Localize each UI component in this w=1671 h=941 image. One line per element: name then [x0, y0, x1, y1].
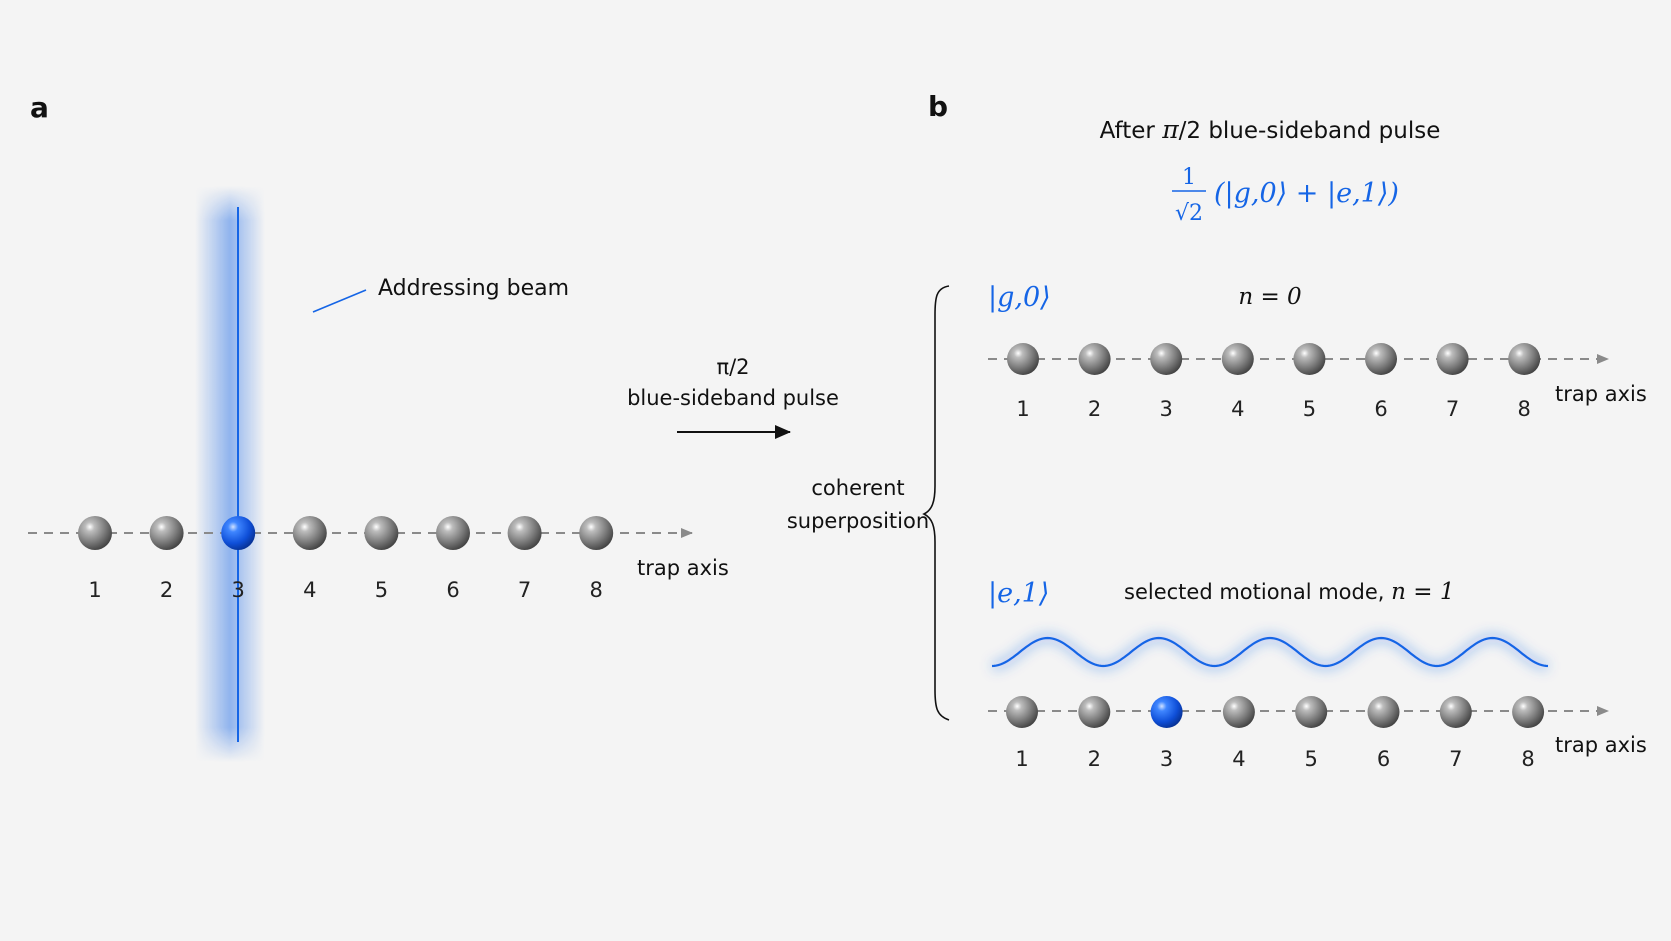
brace-label-line2: superposition	[787, 509, 929, 533]
a-ion-6	[436, 516, 470, 550]
b-bottom-ion-label: 6	[1377, 747, 1390, 771]
motional-mode-wave	[991, 632, 1549, 672]
a-ion-7	[507, 516, 542, 550]
a-ion-3-highlighted	[221, 516, 256, 550]
b-top-ion-label: 6	[1374, 397, 1387, 421]
mode-label-n0: n = 0	[1238, 284, 1301, 310]
b-bottom-ion-1	[1006, 696, 1038, 728]
b-top-ion-label: 2	[1088, 397, 1101, 421]
ket-ground-state: |g,0⟩	[988, 282, 1051, 313]
b-bottom-ion-4	[1222, 696, 1255, 728]
a-ion-4	[292, 516, 327, 550]
a-ion-5	[364, 516, 399, 550]
formula-state-expression: (|g,0⟩ + |e,1⟩)	[1214, 178, 1399, 209]
a-ion-2	[149, 516, 184, 550]
b-bottom-ion-label: 8	[1521, 747, 1534, 771]
formula-denominator: √2	[1175, 201, 1203, 226]
b-top-ion-label: 5	[1303, 397, 1316, 421]
b-bottom-ion-7	[1439, 696, 1472, 728]
a-ion-label: 8	[590, 578, 603, 602]
b-bottom-ion-5	[1295, 696, 1328, 728]
ion-chain-b-bottom: 1 2 3 4 5 6 7 8	[1006, 696, 1545, 771]
b-bottom-ion-label: 3	[1160, 747, 1173, 771]
superposition-formula: 1 √2 (|g,0⟩ + |e,1⟩)	[1172, 165, 1399, 226]
trap-axis-b-bottom-label: trap axis	[1555, 733, 1647, 757]
pulse-label-line1: π/2	[716, 355, 749, 379]
b-top-ion-label: 1	[1016, 397, 1029, 421]
panel-b-label: b	[928, 90, 948, 123]
b-top-ion-label: 8	[1518, 397, 1531, 421]
ion-chain-a: 1 2 3 4 5 6 7 8	[78, 516, 614, 602]
mode-label-n1: selected motional mode, n = 1	[1124, 579, 1454, 605]
b-top-ion-1	[1007, 343, 1039, 375]
beam-label: Addressing beam	[378, 276, 569, 301]
a-ion-8	[579, 516, 614, 550]
formula-numerator: 1	[1182, 165, 1196, 190]
b-bottom-ion-2	[1078, 696, 1111, 728]
a-ion-label: 2	[160, 578, 173, 602]
b-bottom-ion-label: 2	[1088, 747, 1101, 771]
trap-axis-b-top-label: trap axis	[1555, 382, 1647, 406]
b-top-ion-5	[1293, 343, 1326, 375]
b-bottom-ion-8	[1512, 696, 1545, 728]
addressing-beam	[195, 186, 265, 762]
ion-chain-b-top: 1 2 3 4 5 6 7 8	[1007, 343, 1541, 421]
a-ion-label: 7	[518, 578, 531, 602]
superposition-brace	[922, 285, 950, 721]
b-top-ion-3	[1150, 343, 1183, 375]
pulse-label-line2: blue-sideband pulse	[627, 386, 839, 410]
b-top-ion-label: 4	[1231, 397, 1244, 421]
b-top-ion-4	[1221, 343, 1254, 375]
b-bottom-ion-label: 7	[1449, 747, 1462, 771]
a-ion-label: 3	[232, 578, 245, 602]
b-top-ion-6	[1365, 343, 1397, 375]
b-top-ion-label: 7	[1446, 397, 1459, 421]
b-bottom-ion-label: 5	[1305, 747, 1318, 771]
a-ion-label: 5	[375, 578, 388, 602]
trap-axis-a-label: trap axis	[637, 556, 729, 580]
b-bottom-ion-3-highlighted	[1150, 696, 1183, 728]
ket-excited-state: |e,1⟩	[988, 578, 1049, 609]
a-ion-1	[78, 516, 112, 550]
beam-label-leader	[312, 289, 367, 313]
b-bottom-ion-6	[1367, 696, 1400, 728]
panel-a-label: a	[30, 91, 49, 124]
b-top-ion-2	[1078, 343, 1111, 375]
b-top-ion-7	[1436, 343, 1469, 375]
b-top-ion-8	[1508, 343, 1541, 375]
b-bottom-ion-label: 1	[1015, 747, 1028, 771]
a-ion-label: 1	[88, 578, 101, 602]
panel-b-title: After π/2 blue-sideband pulse	[1100, 115, 1441, 144]
brace-label-line1: coherent	[811, 476, 904, 500]
a-ion-label: 4	[303, 578, 316, 602]
a-ion-label: 6	[446, 578, 459, 602]
b-top-ion-label: 3	[1160, 397, 1173, 421]
b-bottom-ion-label: 4	[1232, 747, 1245, 771]
